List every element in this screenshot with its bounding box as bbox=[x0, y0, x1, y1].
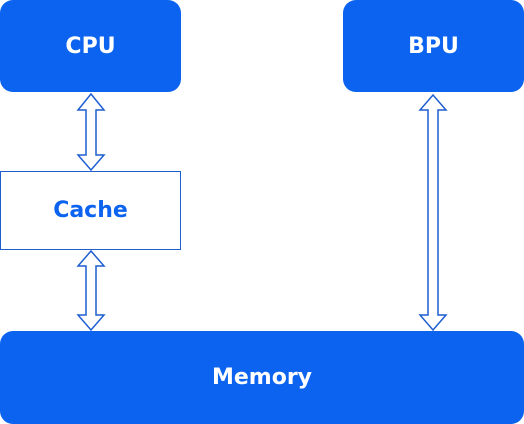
arrow-bpu-memory bbox=[418, 93, 448, 332]
bpu-node: BPU bbox=[343, 0, 524, 92]
cache-node: Cache bbox=[0, 171, 181, 250]
cpu-node: CPU bbox=[0, 0, 181, 92]
memory-label: Memory bbox=[211, 365, 313, 390]
arrow-cpu-cache bbox=[76, 92, 106, 172]
arrow-cache-memory bbox=[76, 249, 106, 332]
memory-node: Memory bbox=[0, 331, 524, 424]
cpu-label: CPU bbox=[65, 33, 116, 59]
bpu-label: BPU bbox=[408, 33, 459, 59]
cache-label: Cache bbox=[53, 198, 128, 223]
